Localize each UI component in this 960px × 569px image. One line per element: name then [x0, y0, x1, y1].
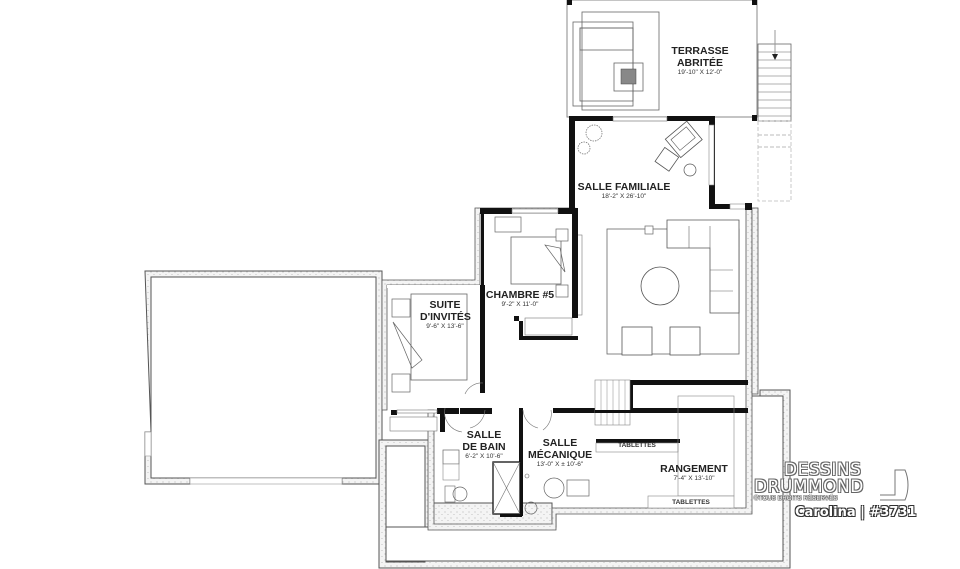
- room-dimensions: 6'-2" X 10'-6": [465, 453, 503, 461]
- shelf-label-rangement: TABLETTES: [672, 499, 710, 506]
- brand-line-1: DESSINS: [784, 460, 862, 480]
- brand-copyright: ©TOUS DROITS RÉSERVÉS: [754, 496, 838, 502]
- room-label-terrasse: TERRASSE ABRITÉE 19'-10" X 12'-0": [660, 45, 740, 77]
- room-name: SUITE: [429, 299, 461, 311]
- garage-foundation: [144, 270, 383, 485]
- room-name: RANGEMENT: [660, 463, 728, 475]
- chambre-5-walls: [480, 208, 578, 340]
- room-label-salle-familiale: SALLE FAMILIALE 18'-2" X 26'-10": [572, 181, 676, 201]
- room-name: MÉCANIQUE: [528, 449, 593, 462]
- room-label-chambre-5: CHAMBRE #5 9'-2" X 11'-0": [485, 289, 555, 309]
- suite-invites-walls: [387, 285, 485, 432]
- room-dimensions: 13'-0" X ± 10'-6": [536, 461, 584, 469]
- stair-rangement: [594, 379, 735, 509]
- room-name: ABRITÉE: [676, 57, 724, 70]
- room-label-salle-mecanique: SALLE MÉCANIQUE 13'-0" X ± 10'-6": [528, 437, 592, 469]
- brand-watermark: DESSINS DRUMMOND ©TOUS DROITS RÉSERVÉS C…: [750, 460, 930, 521]
- room-name: SALLE: [542, 437, 578, 449]
- bath-mech-walls: [442, 380, 748, 517]
- room-label-rangement: RANGEMENT 7'-4" X 13'-10": [656, 463, 732, 483]
- room-name: D'INVITÉS: [420, 311, 471, 324]
- room-label-salle-de-bain: SALLE DE BAIN 6'-2" X 10'-6": [460, 429, 508, 461]
- room-dimensions: 9'-2" X 11'-0": [501, 301, 539, 309]
- brand-logo-mark: [880, 469, 909, 501]
- room-name: SALLE FAMILIALE: [577, 181, 671, 193]
- room-dimensions: 19'-10" X 12'-0": [677, 69, 723, 77]
- room-name: TERRASSE: [671, 45, 729, 57]
- plan-title: Carolina | #3731: [795, 505, 917, 520]
- room-dimensions: 9'-6" X 13'-6": [426, 323, 464, 331]
- crawlspace-foundation: [378, 389, 791, 569]
- room-name: SALLE: [466, 429, 502, 441]
- terrasse-area: [566, 0, 792, 202]
- room-dimensions: 18'-2" X 26'-10": [601, 193, 647, 201]
- room-dimensions: 7'-4" X 13'-10": [673, 475, 715, 483]
- salle-familiale-walls: [569, 116, 752, 356]
- room-label-suite-invites: SUITE D'INVITÉS 9'-6" X 13'-6": [420, 299, 471, 331]
- brand-line-2: DRUMMOND: [754, 477, 864, 497]
- shelf-label-stair: TABLETTES: [618, 442, 656, 449]
- room-name: CHAMBRE #5: [485, 289, 555, 301]
- room-name: DE BAIN: [462, 441, 506, 454]
